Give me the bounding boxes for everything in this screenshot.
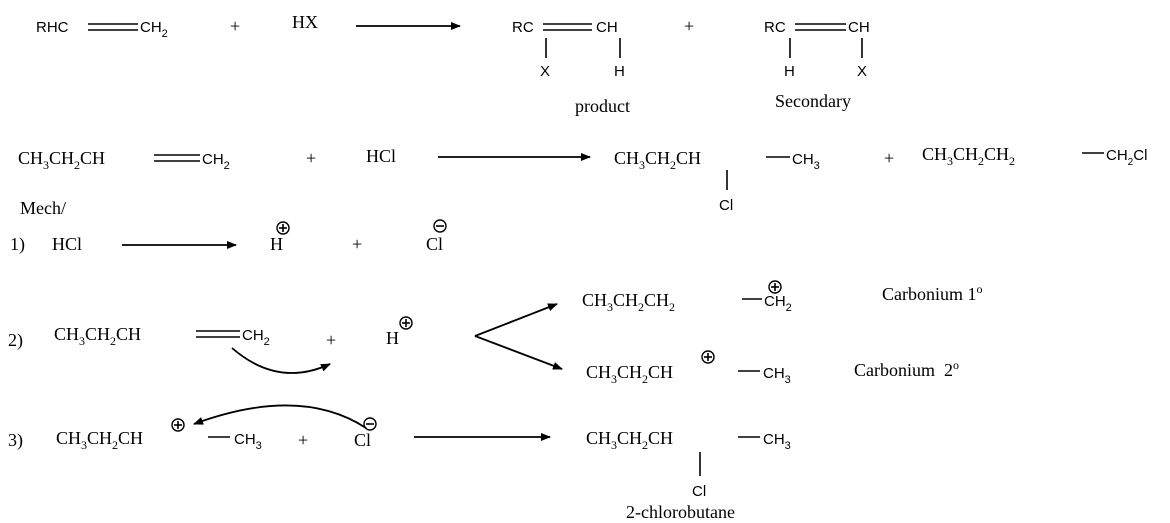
step1-reagent: HCl	[52, 234, 82, 254]
step1-number: 1)	[10, 234, 25, 255]
reaction2-row: CH3CH2CH CH2 + HCl CH3CH2CH CH3 Cl + CH3…	[18, 144, 1147, 214]
step2-primary-cation-end: CH2	[764, 293, 792, 314]
step3-number: 3)	[8, 430, 23, 451]
step2-primary-cation: CH3CH2CH2	[582, 290, 675, 314]
step3-reactant: CH3CH2CH	[56, 428, 143, 452]
step3-reactant-end: CH3	[234, 431, 262, 452]
r2-reactant-end: CH2	[202, 151, 230, 172]
r2-reagent: HCl	[366, 146, 396, 166]
r1-prod-sub-left: X	[540, 63, 550, 80]
step1-chloride: Cl	[426, 234, 443, 254]
r2-product-minor: CH3CH2CH2	[922, 144, 1015, 168]
step3-minus-charge-icon	[363, 417, 377, 431]
r1-sec-right: CH	[848, 19, 870, 36]
r1-reagent: HX	[292, 12, 318, 32]
r1-prod-right: CH	[596, 19, 618, 36]
r1-reactant-right: CH2	[140, 19, 168, 40]
r2-reactant: CH3CH2CH	[18, 148, 105, 172]
mechanism-step1: 1) HCl H + Cl	[10, 219, 447, 255]
mechanism-title: Mech/	[20, 198, 66, 218]
r1-sec-sub-right: X	[857, 63, 867, 80]
step2-secondary-cation-end: CH3	[763, 365, 791, 386]
step2-label-secondary: Carbonium 2o	[854, 358, 959, 380]
step3-plus: +	[298, 430, 308, 450]
r2-product-main: CH3CH2CH	[614, 148, 701, 172]
step2-branch-down-arrow	[474, 335, 563, 370]
step2-primary-charge-icon	[768, 280, 782, 294]
step1-minus-charge-icon	[433, 219, 447, 233]
step3-product-label: 2-chlorobutane	[626, 502, 735, 522]
r1-secondary-label: Secondary	[775, 91, 851, 111]
step2-secondary-charge-icon	[701, 350, 715, 364]
r2-product-main-end: CH3	[792, 151, 820, 172]
r1-product-label: product	[575, 96, 630, 116]
r2-plus-2: +	[884, 148, 894, 168]
step3-product-cl: Cl	[692, 483, 706, 500]
r2-prod-cl: Cl	[719, 197, 733, 214]
step2-reactant: CH3CH2CH	[54, 324, 141, 348]
r1-plus-2: +	[684, 16, 694, 36]
step2-secondary-cation: CH3CH2CH	[586, 362, 673, 386]
step1-proton: H	[270, 234, 283, 254]
r1-plus: +	[230, 16, 240, 36]
mechanism-step2: 2) CH3CH2CH CH2 + H CH3CH2CH2 CH2 Carbon…	[8, 280, 983, 386]
step3-plus-charge-icon	[171, 418, 185, 432]
r1-sec-left: RC	[764, 19, 786, 36]
step2-branch-up-arrow	[474, 303, 558, 337]
r1-prod-sub-right: H	[614, 63, 625, 80]
step1-plus-charge-icon	[276, 221, 290, 235]
step2-proton: H	[386, 328, 399, 348]
step2-curved-arrow	[231, 347, 331, 374]
step3-product: CH3CH2CH	[586, 428, 673, 452]
step3-curved-arrow	[193, 404, 367, 429]
step3-chloride: Cl	[354, 430, 371, 450]
step2-plus-charge-icon	[399, 316, 413, 330]
step2-number: 2)	[8, 330, 23, 351]
r2-product-minor-end: CH2Cl	[1106, 147, 1147, 168]
r1-prod-left: RC	[512, 19, 534, 36]
mechanism-step3: 3) CH3CH2CH CH3 + Cl CH3CH2CH CH3 Cl 2-c…	[8, 404, 791, 522]
step2-plus: +	[326, 330, 336, 350]
reaction1-row: RHC CH2 + HX RC CH X H product + RC CH H…	[36, 12, 870, 116]
step2-reactant-end: CH2	[242, 327, 270, 348]
step2-label-primary: Carbonium 1o	[882, 282, 983, 304]
step3-product-end: CH3	[763, 431, 791, 452]
r1-reactant-left: RHC	[36, 19, 69, 36]
step1-plus: +	[352, 234, 362, 254]
r1-sec-sub-left: H	[784, 63, 795, 80]
r2-plus: +	[306, 148, 316, 168]
